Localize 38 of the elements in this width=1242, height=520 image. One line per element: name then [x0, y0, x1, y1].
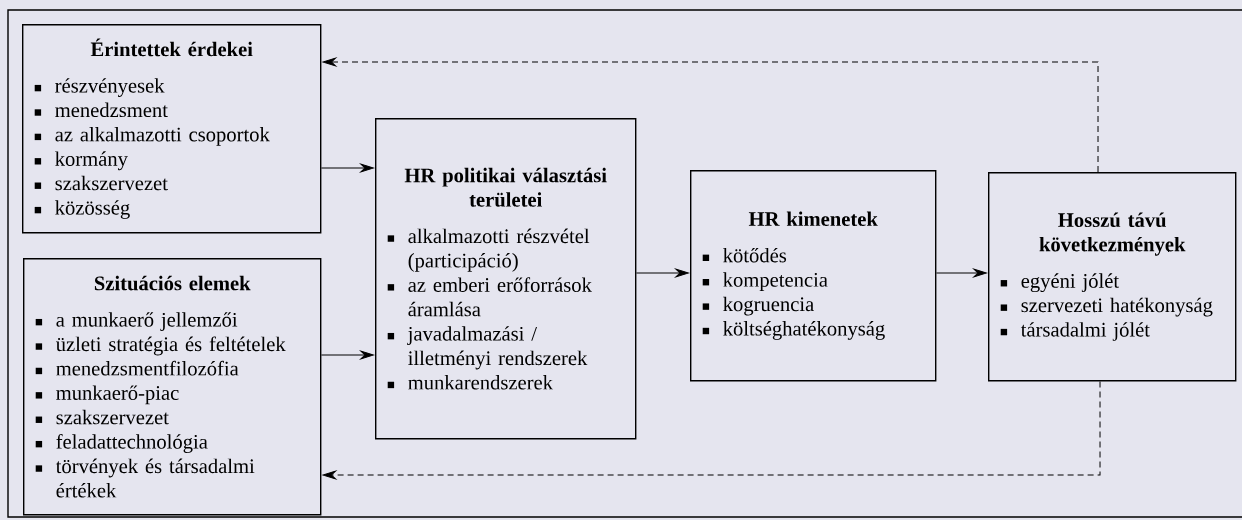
list-item: alkalmazotti részvétel (participáció)	[387, 228, 590, 272]
arrow	[320, 350, 374, 360]
list-item: menedzsmentfilozófia	[35, 360, 239, 376]
box-heading: Hosszú távú következmények	[1039, 212, 1186, 256]
list-item: költséghatékonyság	[702, 321, 885, 340]
list-item: közösség	[34, 200, 130, 219]
text-box	[375, 118, 637, 440]
list-item: üzleti stratégia és feltételek	[35, 336, 286, 356]
box-heading: Szituációs elemek	[94, 275, 251, 291]
arrow	[635, 268, 689, 278]
list-item: szakszervezet	[35, 409, 169, 425]
arrow	[322, 57, 1099, 173]
list-item: kötődés	[702, 247, 787, 263]
list-item: kormány	[34, 151, 128, 171]
box-heading: HR politikai választási területei	[404, 167, 607, 207]
arrow	[935, 268, 987, 278]
list-item: feladattechnológia	[35, 434, 208, 453]
arrow	[322, 380, 1101, 480]
list-item: kogruencia	[702, 296, 814, 316]
list-item: szakszervezet	[34, 175, 168, 191]
text-box	[988, 172, 1237, 382]
list-item: egyéni jólét	[1000, 273, 1119, 293]
text-box	[23, 258, 322, 516]
list-item: részvényesek	[34, 78, 165, 97]
box-heading: HR kimenetek	[748, 211, 878, 226]
list-item: munkarendszerek	[387, 375, 553, 390]
list-item: társadalmi jólét	[1000, 322, 1150, 341]
list-item: törvények és társadalmi értékek	[35, 458, 255, 498]
text-box	[22, 24, 322, 234]
text-box	[690, 170, 937, 382]
list-item: menedzsment	[34, 102, 168, 118]
arrow	[320, 163, 374, 173]
list-item: az alkalmazotti csoportok	[34, 127, 270, 146]
list-item: a munkaerő jellemzői	[35, 312, 238, 331]
list-item: munkaerő-piac	[35, 385, 179, 405]
list-item: kompetencia	[702, 272, 828, 291]
box-heading: Érintettek érdekei	[90, 38, 253, 57]
list-item: szervezeti hatékonyság	[1000, 297, 1213, 317]
